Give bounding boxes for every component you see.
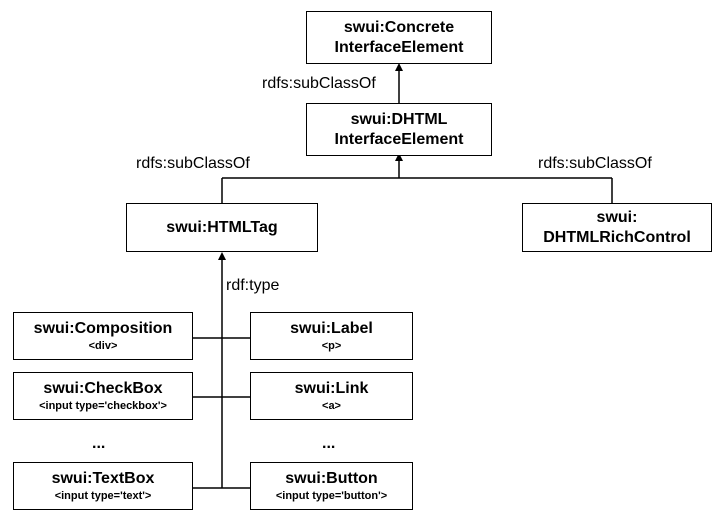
node-html-tag: <div>	[88, 340, 118, 352]
node-title: swui:DHTML	[350, 110, 448, 128]
node-title: swui:Composition	[33, 320, 173, 337]
edge-label-rdf-type: rdf:type	[226, 277, 280, 294]
node-link: swui:Link <a>	[250, 372, 413, 420]
arrowhead-dhtml	[395, 153, 403, 161]
node-html-tag: <p>	[321, 340, 342, 352]
node-title-line2: InterfaceElement	[334, 130, 464, 148]
arrowhead-concrete	[395, 63, 403, 71]
node-html-tag: <a>	[322, 400, 341, 412]
edge-label-subclassof-right: rdfs:subClassOf	[538, 155, 652, 172]
node-html-tag: <input type='button'>	[275, 490, 388, 502]
node-checkbox: swui:CheckBox <input type='checkbox'>	[13, 372, 193, 420]
node-title: swui:Label	[290, 320, 373, 337]
edge-label-subclassof-left: rdfs:subClassOf	[136, 155, 250, 172]
node-title: swui:CheckBox	[43, 380, 163, 397]
node-htmltag: swui:HTMLTag	[126, 203, 318, 252]
node-title-line2: DHTMLRichControl	[543, 228, 691, 246]
node-title: swui:Concrete	[343, 18, 455, 36]
node-label: swui:Label <p>	[250, 312, 413, 360]
node-composition: swui:Composition <div>	[13, 312, 193, 360]
node-html-tag: <input type='text'>	[54, 490, 152, 502]
arrowhead-htmltag	[218, 252, 226, 260]
node-title: swui:Button	[285, 470, 378, 487]
node-title: swui:	[596, 208, 638, 226]
ellipsis-left: ...	[92, 435, 106, 452]
node-title: swui:HTMLTag	[166, 218, 278, 236]
node-title: swui:Link	[294, 380, 369, 397]
node-html-tag: <input type='checkbox'>	[39, 400, 167, 412]
node-dhtml-interface-element: swui:DHTML InterfaceElement	[306, 103, 492, 156]
node-button: swui:Button <input type='button'>	[250, 462, 413, 510]
ellipsis-right: ...	[322, 435, 336, 452]
node-dhtml-rich-control: swui: DHTMLRichControl	[522, 203, 712, 252]
node-textbox: swui:TextBox <input type='text'>	[13, 462, 193, 510]
node-title: swui:TextBox	[51, 470, 155, 487]
node-concrete-interface-element: swui:Concrete InterfaceElement	[306, 11, 492, 64]
edge-label-subclassof-top: rdfs:subClassOf	[262, 75, 376, 92]
node-title-line2: InterfaceElement	[334, 38, 464, 56]
